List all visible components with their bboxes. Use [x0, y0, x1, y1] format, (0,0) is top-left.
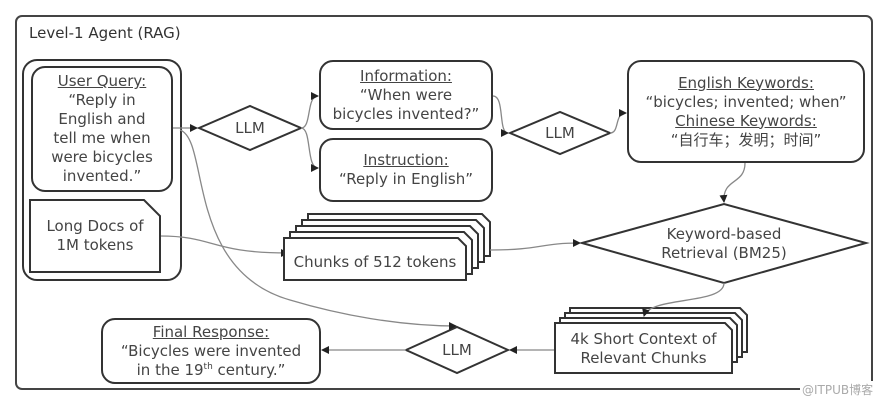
arrow-query-to-llm3 — [179, 129, 457, 330]
input-group-container — [22, 59, 182, 281]
arrow-information-to-llm2 — [492, 95, 509, 137]
long-docs-label: Long Docs of 1M tokens — [46, 217, 144, 254]
user-query-line: English and — [58, 110, 146, 128]
user-query-line: “Reply in — [68, 91, 136, 109]
user-query-line: invented.” — [62, 167, 142, 185]
user-query-line: were bicycles — [51, 148, 153, 166]
watermark: @ITPUB博客 — [800, 381, 876, 398]
retrieval-label: Keyword-based Retrieval (BM25) — [661, 225, 787, 262]
keywords-box: English Keywords: “bicycles; invented; w… — [627, 60, 865, 163]
llm-label-3: LLM — [442, 341, 472, 359]
llm-label-2: LLM — [545, 124, 575, 142]
arrow-keywords-to-retrieval — [719, 162, 746, 203]
arrow-docs-to-chunks — [159, 235, 289, 257]
arrow-llm1-to-information — [300, 92, 319, 129]
information-box: Information: “When were bicycles invente… — [319, 60, 493, 130]
arrow-llm2-to-keywords — [609, 109, 627, 134]
arrow-retrieval-to-context — [642, 282, 725, 317]
diagram-title: Level-1 Agent (RAG) — [29, 24, 181, 42]
short-context-label: 4k Short Context of Relevant Chunks — [570, 330, 717, 367]
llm-diamond-3 — [403, 325, 511, 375]
chunks-label: Chunks of 512 tokens — [293, 253, 457, 271]
user-query-box: User Query: “Reply in English and tell m… — [31, 66, 173, 192]
outer-frame — [15, 15, 873, 390]
retrieval-diamond — [578, 202, 870, 285]
user-query-line: tell me when — [53, 129, 151, 147]
arrow-llm1-to-instruction — [300, 127, 319, 172]
llm-label-1: LLM — [235, 119, 265, 137]
final-response-box: Final Response: “Bicycles were invented … — [101, 318, 321, 384]
user-query-header: User Query: — [57, 72, 147, 90]
final-response-line2: in the 19th century.” — [136, 360, 286, 379]
instruction-box: Instruction: “Reply in English” — [319, 138, 493, 202]
arrow-chunks-to-retrieval — [489, 239, 581, 251]
